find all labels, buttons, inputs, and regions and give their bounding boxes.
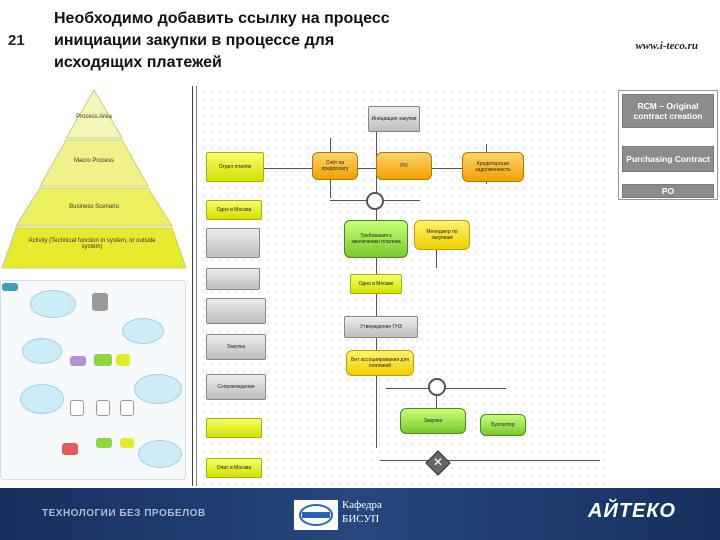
function-payment-requirements[interactable]: Требования к заключению платежа: [344, 220, 408, 258]
slide-number: 21: [8, 32, 25, 49]
function-payment-association[interactable]: Бит ассоциирования для платежей: [346, 350, 414, 376]
role-accountant[interactable]: Бухгалтер: [480, 414, 526, 436]
box-purchasing-contract[interactable]: Purchasing Contract: [622, 146, 714, 172]
event-payment-dept-label: Отдел платёж: [218, 164, 252, 170]
box-rcm-contract-creation[interactable]: RCM – Original contract creation: [622, 94, 714, 128]
mini-event-2: [120, 438, 134, 448]
pyramid-level-2: [39, 139, 149, 187]
department-line-2: БИСУП: [342, 513, 380, 525]
role-purchasing-manager-label: Менеджер по закупкам: [426, 229, 458, 241]
pyramid-level-3: [15, 187, 173, 227]
event-accountant[interactable]: [206, 418, 262, 438]
event-moscow-2[interactable]: Одно в Москве: [350, 274, 402, 294]
department-logo: [294, 500, 338, 530]
pyramid-label-1: Process Area: [76, 114, 112, 120]
event-moscow-2-label: Одно в Москве: [358, 281, 394, 287]
mini-red-box: [62, 443, 78, 455]
cloud-note-3: [22, 338, 62, 364]
event-payment-dept[interactable]: Отдел платёж: [206, 152, 264, 182]
process-diagram-panel: Инициация закупки Отдел платёж Счёт на п…: [200, 88, 608, 486]
department-name: Кафедра БИСУП: [342, 498, 382, 526]
document-box-4[interactable]: Закупка: [206, 334, 266, 360]
event-initiation-label: Инициация закупки: [371, 116, 417, 122]
gateway-and-2[interactable]: [428, 378, 446, 396]
event-moscow-3-label: Опис в Москва: [216, 465, 252, 471]
box-po[interactable]: PO: [622, 184, 714, 198]
connector-h3: [386, 388, 506, 389]
event-creditor-debt-label: Кредиторская задолженность: [475, 161, 511, 173]
function-po[interactable]: PO: [376, 152, 432, 180]
pyramid-label-4: Activity (Technical function in system, …: [28, 238, 156, 250]
role-purchasing-manager[interactable]: Менеджер по закупкам: [414, 220, 470, 250]
slide-title-line-1: Необходимо добавить ссылку на процесс: [54, 10, 390, 27]
website-url[interactable]: www.i-teco.ru: [635, 40, 698, 52]
right-panel-frame: [618, 90, 718, 200]
mini-doc-3: [120, 400, 134, 416]
event-initiation[interactable]: Инициация закупки: [368, 106, 420, 132]
pyramid-level-1: [65, 89, 123, 139]
cloud-note-2: [122, 318, 164, 344]
company-logo: АЙТЕКО: [588, 500, 676, 522]
mini-role-1: [70, 356, 86, 366]
event-moscow-3[interactable]: Опис в Москва: [206, 458, 262, 478]
mini-doc-1: [70, 400, 84, 416]
slide-title-line-2: инициации закупки в процессе для: [54, 32, 335, 49]
document-box-1[interactable]: [206, 228, 260, 258]
function-association-label: Бит ассоциирования для платежей: [351, 357, 409, 369]
pyramid-level-4: [1, 227, 187, 269]
panel-divider-left: [192, 86, 193, 486]
mini-event-1: [116, 354, 130, 366]
pyramid-label-2: Macro Process: [73, 158, 114, 164]
cloud-note-6: [138, 440, 182, 468]
pyramid-label-3: Business Scenario: [69, 204, 119, 210]
document-box-5-label: Сопровождение: [217, 384, 255, 390]
panel-divider-left-2: [196, 86, 197, 486]
connector-h4: [380, 460, 600, 461]
slide-title-line-3: исходящих платежей: [54, 54, 222, 71]
function-approve-label: Утверждение ГНЗ: [360, 324, 402, 330]
connector-v3: [436, 238, 437, 268]
process-pyramid: [1, 89, 187, 269]
function-purchase[interactable]: Закупка: [400, 408, 466, 434]
document-box-2[interactable]: [206, 268, 260, 290]
document-icon: [92, 293, 108, 311]
footer-slogan: ТЕХНОЛОГИИ БЕЗ ПРОБЕЛОВ: [42, 508, 206, 519]
connector-h1: [238, 168, 478, 169]
footer-bar: ТЕХНОЛОГИИ БЕЗ ПРОБЕЛОВ: [0, 488, 720, 540]
pyramid-panel: Process Area Macro Process Business Scen…: [0, 88, 188, 483]
function-po-label: PO: [400, 163, 408, 169]
event-prepayment-invoice[interactable]: Счёт на предоплату: [312, 152, 358, 180]
mini-tag: [2, 283, 18, 291]
document-box-3[interactable]: [206, 298, 266, 324]
department-logo-icon: [299, 504, 333, 526]
document-box-4-label: Закупка: [226, 344, 246, 350]
function-purchase-label: Закупка: [423, 418, 443, 424]
mini-doc-2: [96, 400, 110, 416]
function-requirements-label: Требования к заключению платежа: [351, 233, 401, 245]
mini-function-1: [94, 354, 112, 366]
cloud-note-4: [134, 374, 182, 404]
event-moscow-1[interactable]: Одно в Москва: [206, 200, 262, 220]
xor-mark-icon: ✕: [433, 455, 444, 469]
event-creditor-debt[interactable]: Кредиторская задолженность: [462, 152, 524, 182]
cloud-note-5: [20, 384, 64, 414]
department-line-1: Кафедра: [342, 499, 382, 511]
document-box-5[interactable]: Сопровождение: [206, 374, 266, 400]
function-approve-gnz[interactable]: Утверждение ГНЗ: [344, 316, 418, 338]
mini-function-2: [96, 438, 112, 448]
event-moscow-1-label: Одно в Москва: [216, 207, 252, 213]
event-prepayment-label: Счёт на предоплату: [321, 160, 349, 172]
cloud-note-1: [30, 290, 76, 318]
gateway-and-1[interactable]: [366, 192, 384, 210]
role-accountant-label: Бухгалтер: [491, 422, 515, 428]
